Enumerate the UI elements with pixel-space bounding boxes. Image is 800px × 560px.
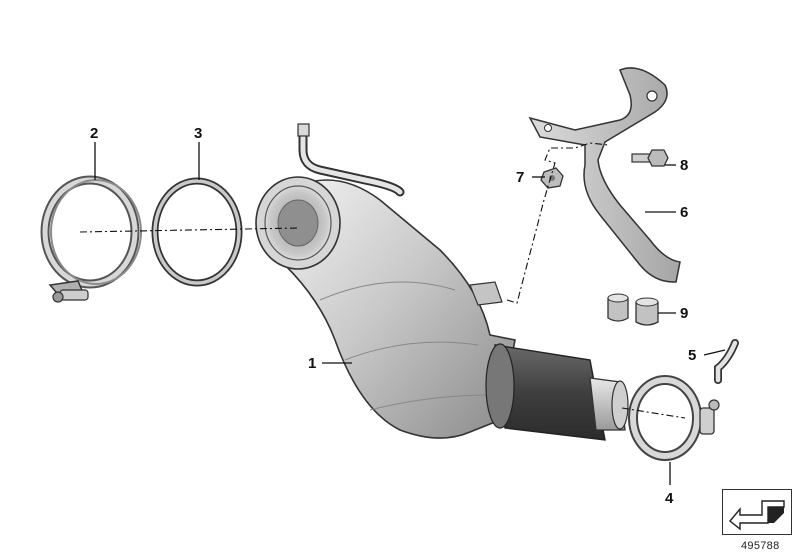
callout-7: 7 [516, 169, 524, 186]
callout-3: 3 [194, 125, 202, 142]
nut-part [540, 167, 564, 189]
band-clamp-part [628, 375, 720, 461]
callout-5: 5 [688, 347, 696, 364]
callout-4: 4 [665, 490, 674, 507]
catalytic-converter-part [255, 123, 629, 441]
v-band-clamp-part [40, 175, 142, 303]
callout-2: 2 [90, 125, 98, 142]
hex-bolt-part [631, 149, 669, 167]
assembly-axis-lines [79, 142, 686, 419]
gasket-ring-part [151, 177, 243, 287]
callout-labels: 1 2 3 4 5 6 7 8 9 [90, 125, 696, 507]
callout-1: 1 [308, 355, 316, 372]
rubber-mount-part [607, 293, 659, 326]
orientation-symbol [722, 489, 792, 535]
leader-lines [94, 142, 726, 485]
bracket-part [528, 67, 681, 283]
callout-9: 9 [680, 305, 688, 322]
pipe-fitting-part [714, 339, 739, 384]
catalog-number: 495788 [741, 540, 780, 552]
callout-8: 8 [680, 157, 688, 174]
callout-6: 6 [680, 204, 688, 221]
orientation-arrow-icon [729, 500, 785, 531]
